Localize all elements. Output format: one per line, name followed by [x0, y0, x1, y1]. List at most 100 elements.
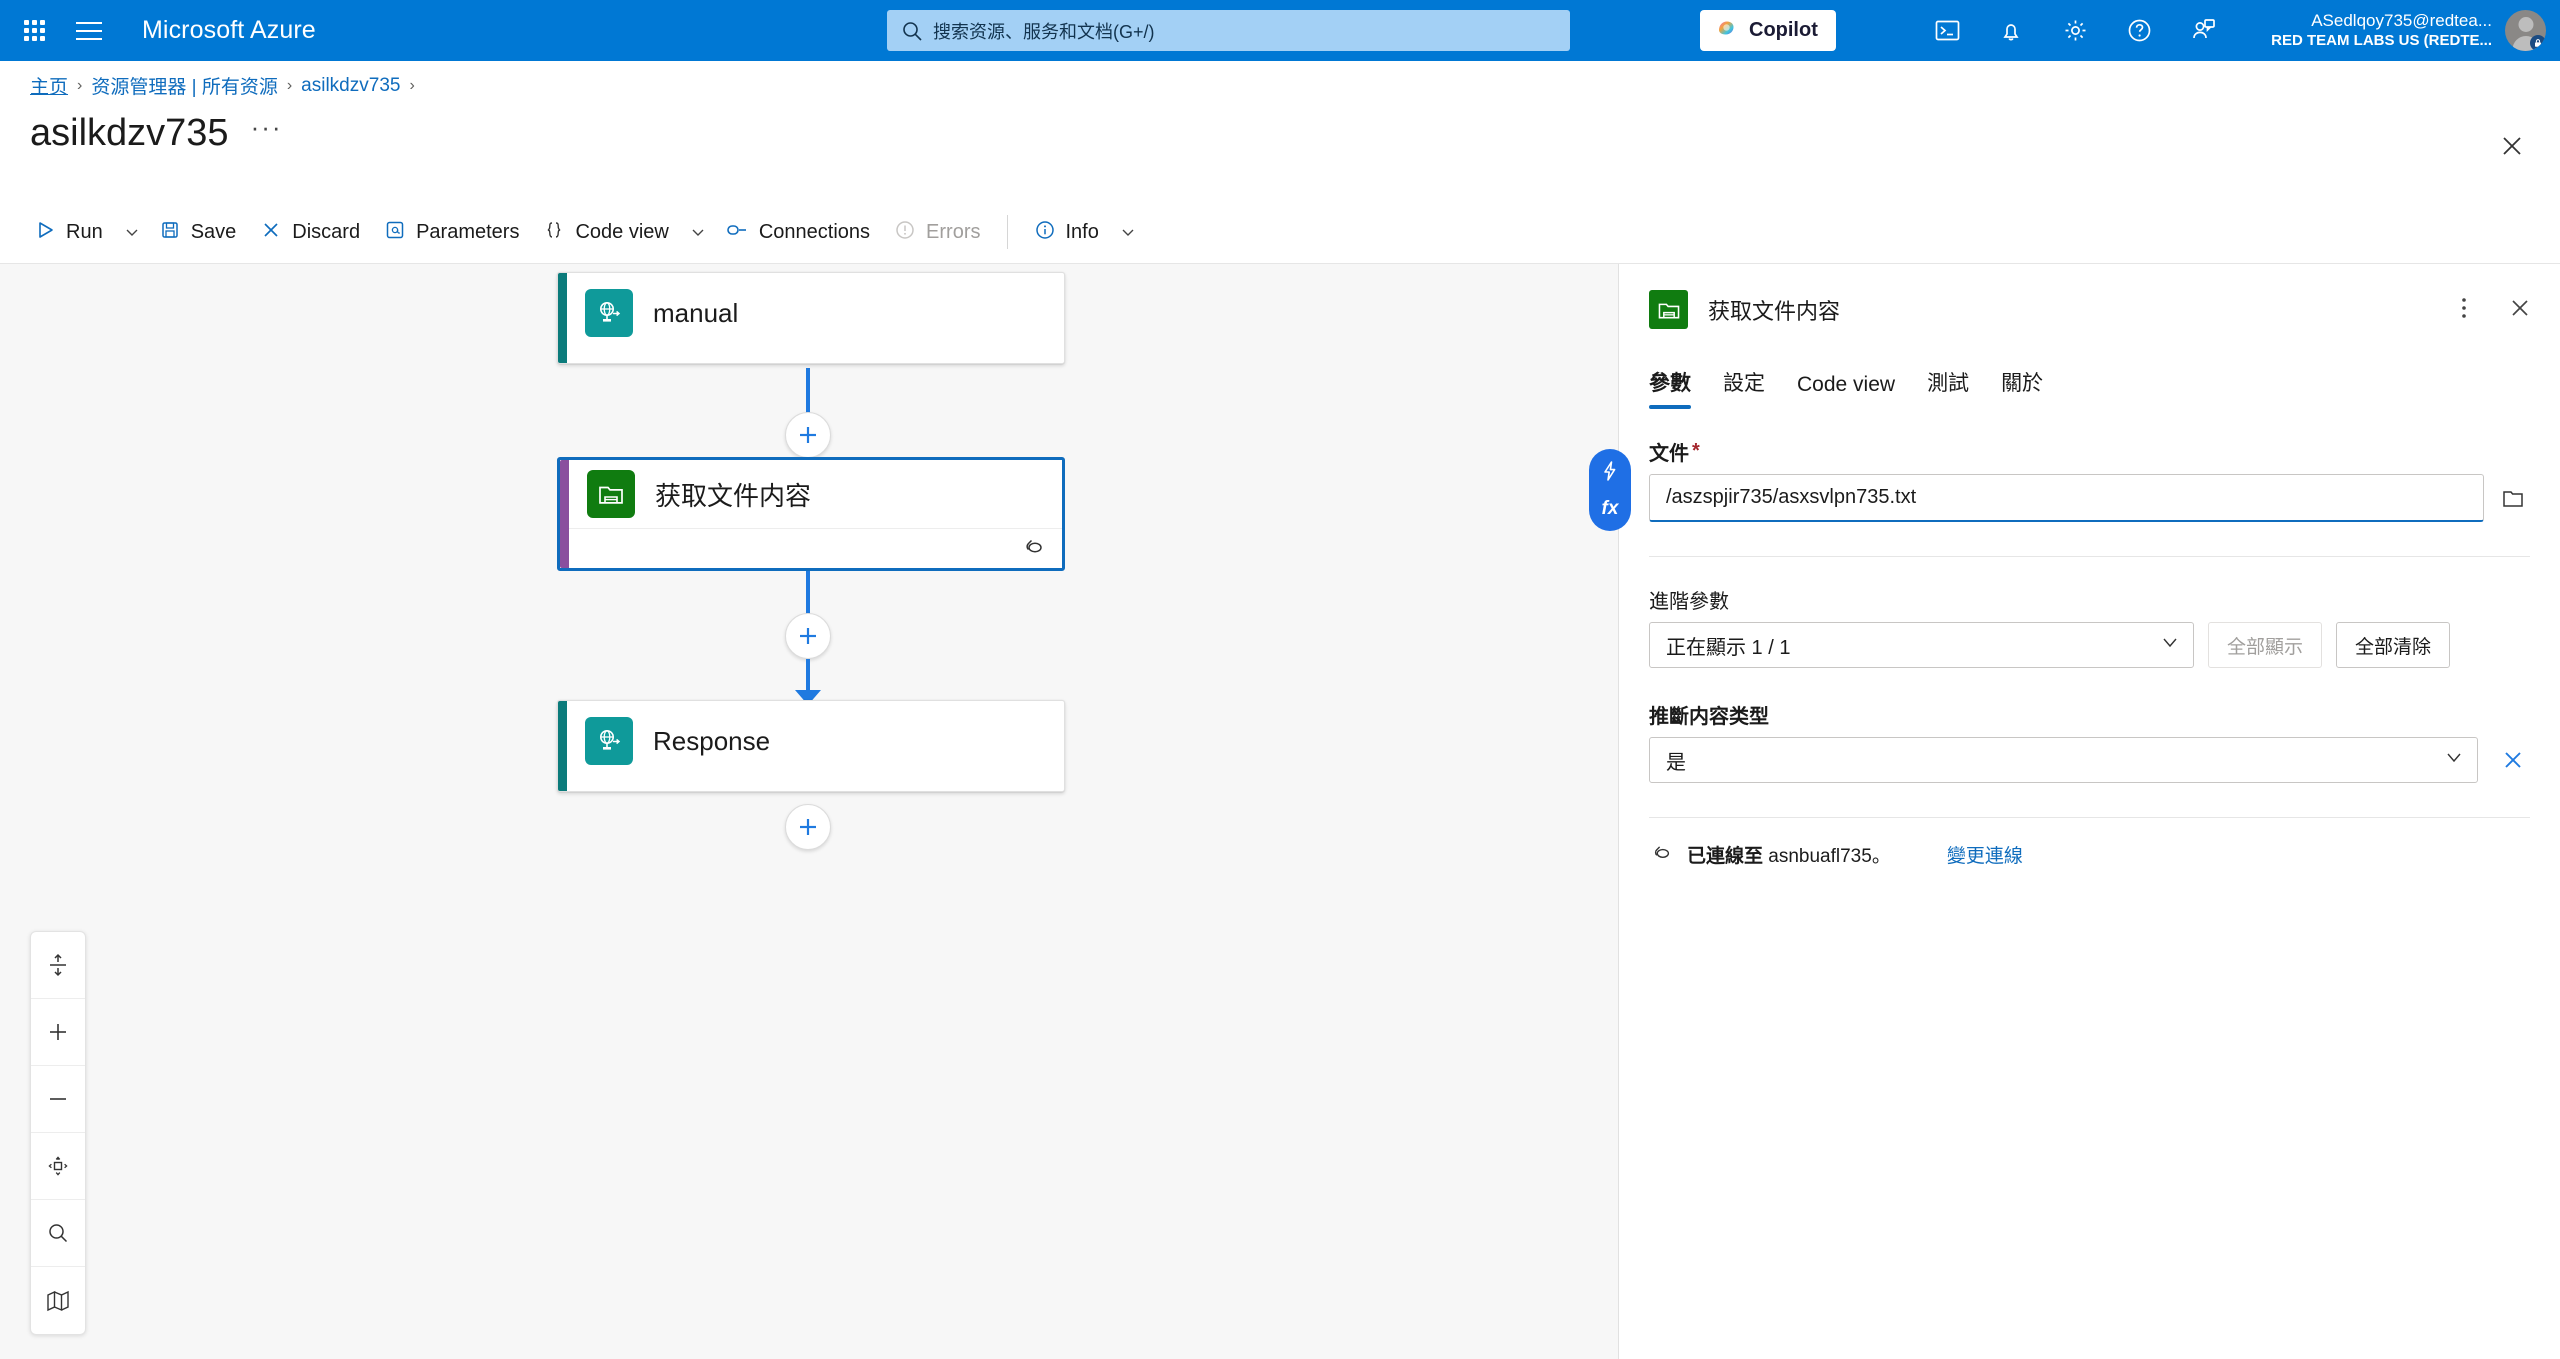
- advanced-parameters-select[interactable]: 正在顯示 1 / 1: [1649, 622, 2194, 668]
- info-button[interactable]: Info: [1022, 211, 1111, 254]
- add-action-button-2[interactable]: [785, 613, 831, 659]
- change-connection-link[interactable]: 變更連線: [1946, 846, 2023, 867]
- action-details-panel: 获取文件内容 參數 設定 Code view 測試 關於 fx 文件 *: [1589, 264, 2560, 1359]
- request-trigger-icon: [585, 289, 633, 337]
- warning-circle-icon: [894, 219, 916, 246]
- node-title: 获取文件内容: [655, 480, 812, 511]
- folder-browse-icon[interactable]: [2496, 481, 2530, 515]
- panel-header: 获取文件内容: [1619, 264, 2560, 329]
- node-title: Response: [653, 725, 771, 756]
- connection-link-icon[interactable]: [1020, 533, 1046, 564]
- account-upn: ASedlqoy735@redtea...: [2311, 10, 2492, 30]
- connector-line-4: [806, 659, 810, 694]
- workflow-node-get-file-content[interactable]: 获取文件内容: [557, 457, 1065, 571]
- breadcrumb-item-resource[interactable]: asilkdzv735: [301, 74, 401, 96]
- workflow-canvas[interactable]: manual 获取文件内容: [0, 264, 1618, 1359]
- zoom-in-icon[interactable]: [31, 999, 85, 1066]
- help-question-icon[interactable]: [2122, 14, 2156, 48]
- file-field-label: 文件 *: [1649, 437, 2530, 466]
- advanced-parameters-value: 正在顯示 1 / 1: [1666, 636, 1791, 659]
- discard-button[interactable]: Discard: [248, 211, 372, 254]
- discard-label: Discard: [292, 220, 361, 243]
- node-accent-bar: [558, 273, 567, 363]
- dynamic-content-pill[interactable]: fx: [1589, 449, 1631, 531]
- page-more-menu[interactable]: ···: [250, 112, 283, 142]
- curly-braces-icon: [543, 219, 565, 246]
- copilot-label: Copilot: [1749, 19, 1818, 41]
- search-icon[interactable]: [31, 1200, 85, 1267]
- chevron-down-icon: [2161, 633, 2179, 657]
- infer-content-type-label: 推斷内容类型: [1649, 706, 1769, 728]
- close-icon[interactable]: [2490, 124, 2534, 168]
- toolbar-divider: [1006, 215, 1008, 249]
- parameters-label: Parameters: [416, 220, 520, 243]
- connection-status-text: 已連線至 asnbuafl735。: [1687, 841, 1891, 868]
- breadcrumb-item-resource-explorer[interactable]: 资源管理器 | 所有资源: [91, 77, 278, 98]
- tab-about[interactable]: 關於: [2001, 372, 2044, 395]
- advanced-parameters-label: 進階參數: [1649, 591, 1729, 613]
- add-action-button-3[interactable]: [785, 804, 831, 850]
- lightning-bolt-icon[interactable]: [1600, 460, 1620, 487]
- avatar[interactable]: [2505, 10, 2546, 51]
- code-view-chevron-down-icon[interactable]: [683, 225, 713, 239]
- workflow-node-response[interactable]: Response: [557, 700, 1065, 792]
- node-accent-bar: [560, 460, 569, 568]
- tab-parameters[interactable]: 參數: [1649, 367, 1707, 409]
- tab-code-view[interactable]: Code view: [1797, 373, 1896, 396]
- clear-infer-content-type-icon[interactable]: [2496, 743, 2530, 777]
- info-circle-icon: [1034, 219, 1056, 246]
- app-launcher-icon[interactable]: [20, 17, 48, 45]
- connector-line-3: [806, 571, 810, 615]
- copilot-button[interactable]: Copilot: [1700, 10, 1836, 51]
- tab-settings[interactable]: 設定: [1723, 372, 1765, 395]
- workflow-node-manual[interactable]: manual: [557, 272, 1065, 364]
- global-search-input[interactable]: 搜索资源、服务和文档(G+/): [887, 10, 1570, 51]
- run-chevron-down-icon[interactable]: [117, 225, 147, 239]
- x-icon: [260, 219, 282, 246]
- fit-to-screen-icon[interactable]: [31, 932, 85, 999]
- account-menu[interactable]: ASedlqoy735@redtea... RED TEAM LABS US (…: [2271, 0, 2546, 61]
- node-title: manual: [653, 297, 739, 328]
- required-marker: *: [1692, 440, 1700, 462]
- file-folder-icon: [1649, 290, 1688, 329]
- panel-tabs: 參數 設定 Code view 測試 關於: [1619, 367, 2560, 409]
- node-accent-bar: [558, 701, 567, 791]
- node-main: manual: [567, 273, 1064, 353]
- close-icon[interactable]: [2502, 290, 2538, 326]
- breadcrumb-item-home[interactable]: 主页: [30, 77, 69, 98]
- copilot-icon: [1714, 15, 1740, 46]
- connections-button[interactable]: Connections: [713, 210, 882, 255]
- connection-name: asnbuafl735: [1768, 846, 1872, 867]
- zoom-out-icon[interactable]: [31, 1066, 85, 1133]
- save-button[interactable]: Save: [147, 211, 249, 254]
- pan-recenter-icon[interactable]: [31, 1133, 85, 1200]
- add-action-button-1[interactable]: [785, 412, 831, 458]
- hamburger-menu-icon[interactable]: [76, 16, 106, 46]
- node-body: 获取文件内容: [569, 460, 1062, 568]
- settings-gear-icon[interactable]: [2058, 14, 2092, 48]
- file-field-row: /aszspjir735/asxsvlpn735.txt: [1649, 474, 2530, 522]
- tab-test[interactable]: 測試: [1927, 372, 1970, 395]
- notifications-bell-icon[interactable]: [1994, 14, 2028, 48]
- search-icon: [901, 20, 923, 42]
- infer-content-type-row: 是: [1649, 737, 2530, 783]
- run-button[interactable]: Run: [22, 211, 115, 254]
- account-tenant: RED TEAM LABS US (REDTE...: [2271, 31, 2492, 49]
- canvas-toolbar: [30, 931, 86, 1335]
- breadcrumb: 主页 › 资源管理器 | 所有资源 › asilkdzv735 ›: [30, 72, 415, 99]
- connector-line-1: [806, 368, 810, 416]
- cloud-shell-icon[interactable]: [1930, 14, 1964, 48]
- connection-suffix: 。: [1871, 846, 1891, 867]
- feedback-smiley-icon[interactable]: [2186, 14, 2220, 48]
- azure-brand-label[interactable]: Microsoft Azure: [142, 16, 316, 44]
- info-chevron-down-icon[interactable]: [1113, 225, 1143, 239]
- parameters-button[interactable]: Parameters: [372, 211, 531, 254]
- code-view-button[interactable]: Code view: [531, 211, 680, 254]
- infer-content-type-select[interactable]: 是: [1649, 737, 2478, 783]
- clear-all-button[interactable]: 全部清除: [2336, 622, 2451, 668]
- expression-fx-label[interactable]: fx: [1601, 497, 1619, 519]
- file-path-input[interactable]: /aszspjir735/asxsvlpn735.txt: [1649, 474, 2484, 522]
- code-view-label: Code view: [575, 220, 669, 243]
- minimap-icon[interactable]: [31, 1267, 85, 1334]
- more-vertical-icon[interactable]: [2446, 290, 2482, 326]
